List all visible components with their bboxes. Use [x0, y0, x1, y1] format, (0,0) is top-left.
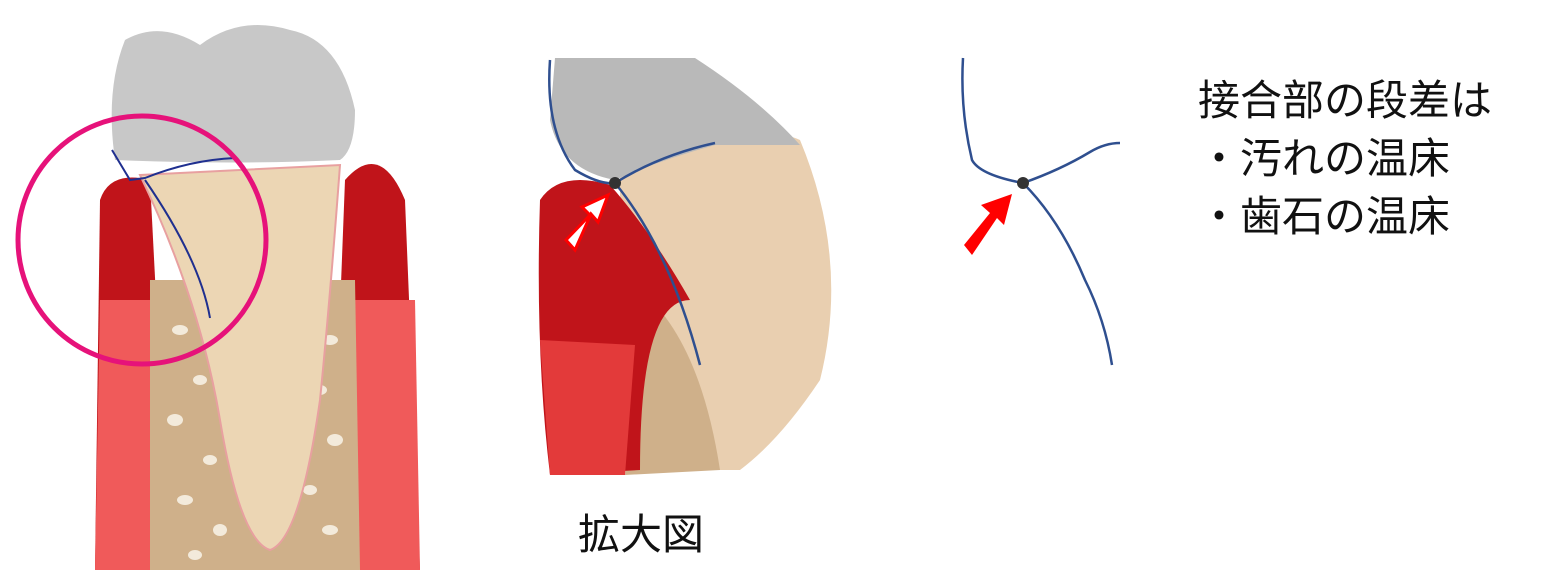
line-diagram: [961, 57, 1121, 366]
enlarged-crown: [550, 58, 800, 180]
enlarged-caption: 拡大図: [578, 510, 705, 559]
arrow-outline-icon: [563, 192, 611, 253]
note-title: 接合部の段差は: [1198, 76, 1493, 125]
junction-point: [1017, 177, 1029, 189]
tooth-root: [138, 163, 342, 552]
profile-line: [961, 57, 1121, 366]
bone-pores: [167, 325, 343, 560]
note-item: ・汚れの温床: [1198, 134, 1451, 183]
highlight-circle: [15, 113, 269, 367]
margin-line: [111, 149, 236, 319]
enlarged-gum-light: [540, 340, 635, 475]
enlarged-margin-line: [548, 59, 716, 366]
note-item: ・歯石の温床: [1198, 192, 1451, 241]
tooth-illustration: [15, 25, 420, 570]
junction-point: [609, 177, 621, 189]
tooth-crown: [111, 25, 356, 163]
arrow-icon: [964, 194, 1012, 255]
enlarged-view: [538, 58, 832, 475]
